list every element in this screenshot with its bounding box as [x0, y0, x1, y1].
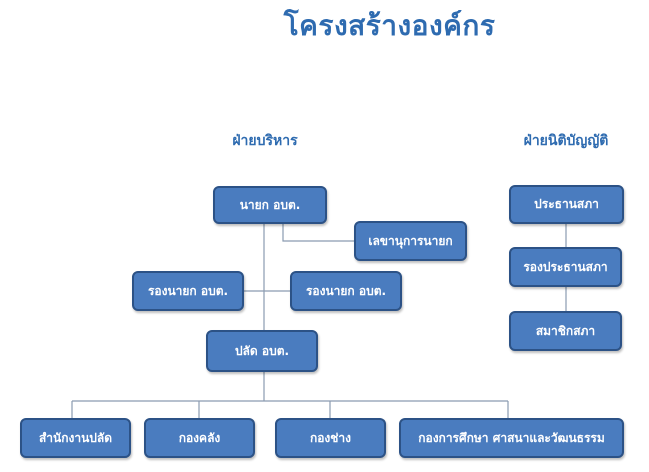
node-mayor-label: นายก อบต.: [239, 197, 301, 212]
node-secretary: เลขานุการนายก: [354, 221, 467, 261]
page-title: โครงสร้างองค์กร: [283, 9, 496, 42]
node-council-member-label: สมาชิกสภา: [535, 323, 596, 338]
section-executive: ฝ่ายบริหาร: [232, 133, 298, 149]
node-office-of-chief: สำนักงานปลัด: [20, 418, 131, 458]
connector-secretary: [282, 223, 355, 242]
node-mayor: นายก อบต.: [213, 186, 327, 224]
node-engineering-division-label: กองช่าง: [309, 430, 352, 445]
node-deputy-mayor-2: รองนายก อบต.: [290, 271, 402, 311]
node-deputy-mayor-2-label: รองนายก อบต.: [305, 283, 387, 298]
node-finance-division: กองคลัง: [144, 418, 255, 458]
node-council-vice-president-label: รองประธานสภา: [523, 259, 608, 274]
node-council-member: สมาชิกสภา: [509, 311, 622, 351]
node-council-president: ประธานสภา: [509, 185, 624, 224]
node-engineering-division: กองช่าง: [275, 418, 386, 458]
node-council-vice-president: รองประธานสภา: [509, 247, 622, 287]
node-education-division: กองการศึกษา ศาสนาและวัฒนธรรม: [399, 418, 624, 458]
node-deputy-mayor-1-label: รองนายก อบต.: [147, 283, 229, 298]
node-office-of-chief-label: สำนักงานปลัด: [38, 430, 113, 445]
node-finance-division-label: กองคลัง: [178, 430, 221, 445]
node-council-president-label: ประธานสภา: [534, 197, 599, 211]
node-chief-administrator: ปลัด อบต.: [206, 330, 318, 372]
section-legislative: ฝ่ายนิติบัญญัติ: [523, 133, 609, 149]
node-education-division-label: กองการศึกษา ศาสนาและวัฒนธรรม: [418, 430, 605, 445]
node-secretary-label: เลขานุการนายก: [368, 233, 453, 248]
node-chief-administrator-label: ปลัด อบต.: [234, 343, 290, 358]
node-deputy-mayor-1: รองนายก อบต.: [132, 271, 244, 311]
